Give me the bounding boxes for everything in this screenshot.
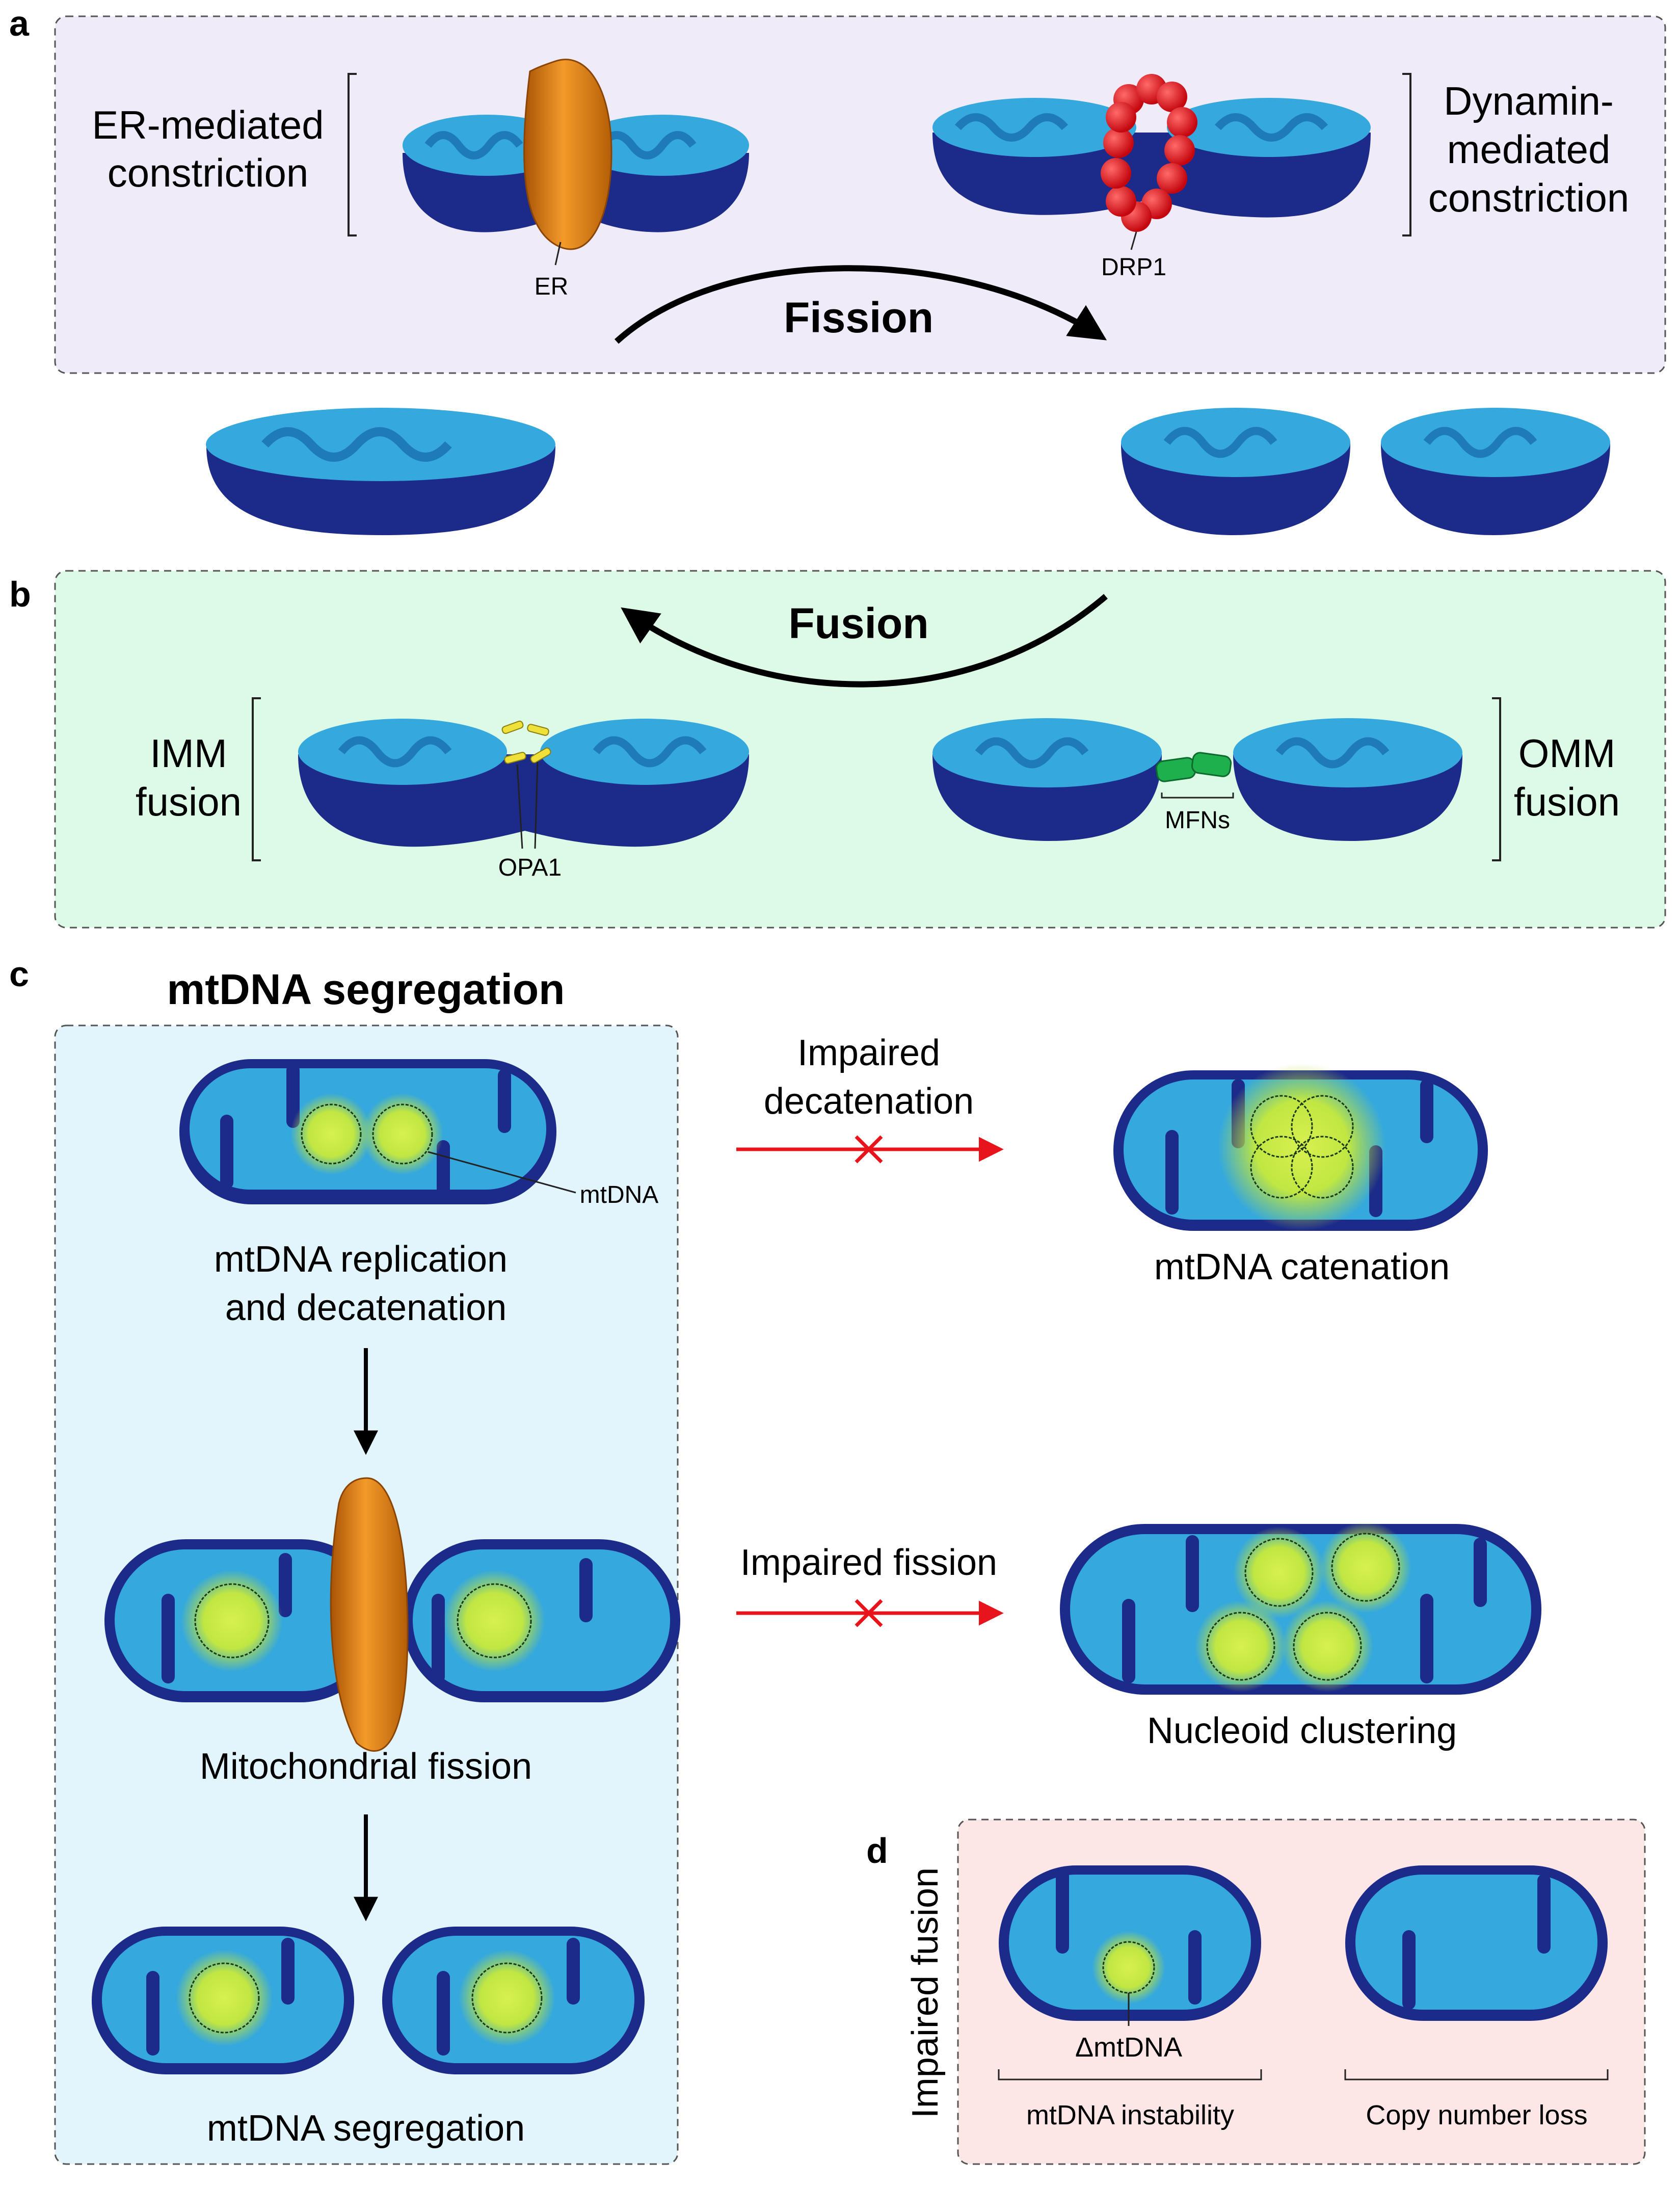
mfns-tag: MFNs bbox=[1165, 807, 1230, 834]
clustering-label: Nucleoid clustering bbox=[1147, 1710, 1457, 1751]
er-tag-line bbox=[554, 242, 562, 266]
mfn-icon bbox=[1155, 752, 1232, 782]
drp1-ring-icon bbox=[1101, 74, 1197, 232]
block-x-icon-2 bbox=[855, 1599, 883, 1627]
opa1-tag-line2 bbox=[534, 761, 539, 849]
fission-title: Fission bbox=[784, 294, 934, 341]
mito-replication bbox=[179, 1059, 556, 1204]
mito-segregated-right bbox=[382, 1927, 645, 2074]
daughter-mitochondrion-left bbox=[1121, 408, 1350, 535]
panel-letter-b: b bbox=[9, 574, 31, 614]
right-bracket-b bbox=[1492, 697, 1501, 861]
dynamin-label-line3: constriction bbox=[1428, 175, 1630, 220]
left-bracket-a bbox=[348, 73, 357, 236]
er-tube-icon bbox=[523, 59, 612, 250]
mtdna-tag: mtDNA bbox=[580, 1181, 659, 1208]
imm-fusion-label-line1: IMM bbox=[150, 731, 227, 776]
fission-arrow bbox=[614, 265, 1107, 344]
panel-letter-c: c bbox=[9, 954, 29, 994]
drp1-tag: DRP1 bbox=[1101, 254, 1166, 281]
imm-fusion-label-line2: fusion bbox=[136, 779, 242, 824]
panel-letter-d: d bbox=[866, 1831, 888, 1871]
drp1-constricted-mitochondrion bbox=[932, 98, 1371, 218]
panel-c-title: mtDNA segregation bbox=[167, 965, 565, 1013]
opa1-icon bbox=[501, 720, 551, 764]
delta-mtdna-tag: ΔmtDNA bbox=[1075, 2032, 1182, 2063]
imm-fusing-mitochondrion bbox=[298, 719, 749, 847]
drp1-tag-line bbox=[1130, 231, 1137, 250]
step3-label: mtDNA segregation bbox=[207, 2108, 525, 2149]
er-tag: ER bbox=[535, 273, 569, 300]
right-bracket-a bbox=[1402, 73, 1411, 236]
daughter-mitochondrion-right bbox=[1381, 408, 1610, 535]
step1-label-line2: and decatenation bbox=[225, 1287, 506, 1328]
mito-segregated-left bbox=[92, 1927, 354, 2074]
left-bracket-b bbox=[252, 697, 261, 861]
copy-loss-bracket bbox=[1344, 2069, 1609, 2080]
fusion-arrow bbox=[621, 594, 1108, 688]
omm-mitochondrion-right bbox=[1233, 718, 1462, 841]
mito-fission-pair bbox=[104, 1539, 680, 1702]
catenation-label: mtDNA catenation bbox=[1154, 1247, 1450, 1287]
mito-nucleoid-cluster bbox=[1060, 1521, 1541, 1695]
opa1-tag-line1 bbox=[516, 764, 523, 849]
er-constriction-label-line1: ER-mediated bbox=[92, 102, 324, 147]
panel-letter-a: a bbox=[9, 4, 30, 43]
er-tube-icon-fission bbox=[330, 1477, 409, 1752]
step1-label-line1: mtDNA replication bbox=[214, 1239, 508, 1280]
mito-delta-mtdna bbox=[999, 1865, 1261, 2021]
copy-loss-caption: Copy number loss bbox=[1366, 2100, 1587, 2130]
fusion-title: Fusion bbox=[788, 599, 928, 647]
impaired-fusion-side-label: Impaired fusion bbox=[905, 1867, 946, 2118]
mtdna-tag-line bbox=[428, 1151, 576, 1194]
er-constriction-label-line2: constriction bbox=[108, 150, 309, 195]
impaired-decatenation-line2: decatenation bbox=[764, 1081, 974, 1122]
impaired-fission-label: Impaired fission bbox=[740, 1542, 997, 1583]
instability-bracket bbox=[998, 2069, 1262, 2080]
omm-fusion-label-line2: fusion bbox=[1514, 779, 1620, 824]
omm-mitochondrion-left bbox=[932, 718, 1162, 841]
step2-label: Mitochondrial fission bbox=[200, 1746, 532, 1787]
mfns-bracket bbox=[1161, 793, 1234, 799]
whole-mitochondrion bbox=[206, 408, 555, 535]
mito-catenation bbox=[1113, 1063, 1488, 1231]
omm-fusion-label-line1: OMM bbox=[1518, 731, 1616, 776]
instability-caption: mtDNA instability bbox=[1026, 2100, 1234, 2130]
block-x-icon-1 bbox=[855, 1135, 883, 1164]
dynamin-label-line2: mediated bbox=[1447, 127, 1611, 172]
impaired-decatenation-line1: Impaired bbox=[797, 1033, 940, 1073]
mito-copy-number-loss bbox=[1345, 1865, 1608, 2021]
opa1-tag: OPA1 bbox=[498, 854, 562, 881]
dynamin-label-line1: Dynamin- bbox=[1444, 78, 1614, 123]
